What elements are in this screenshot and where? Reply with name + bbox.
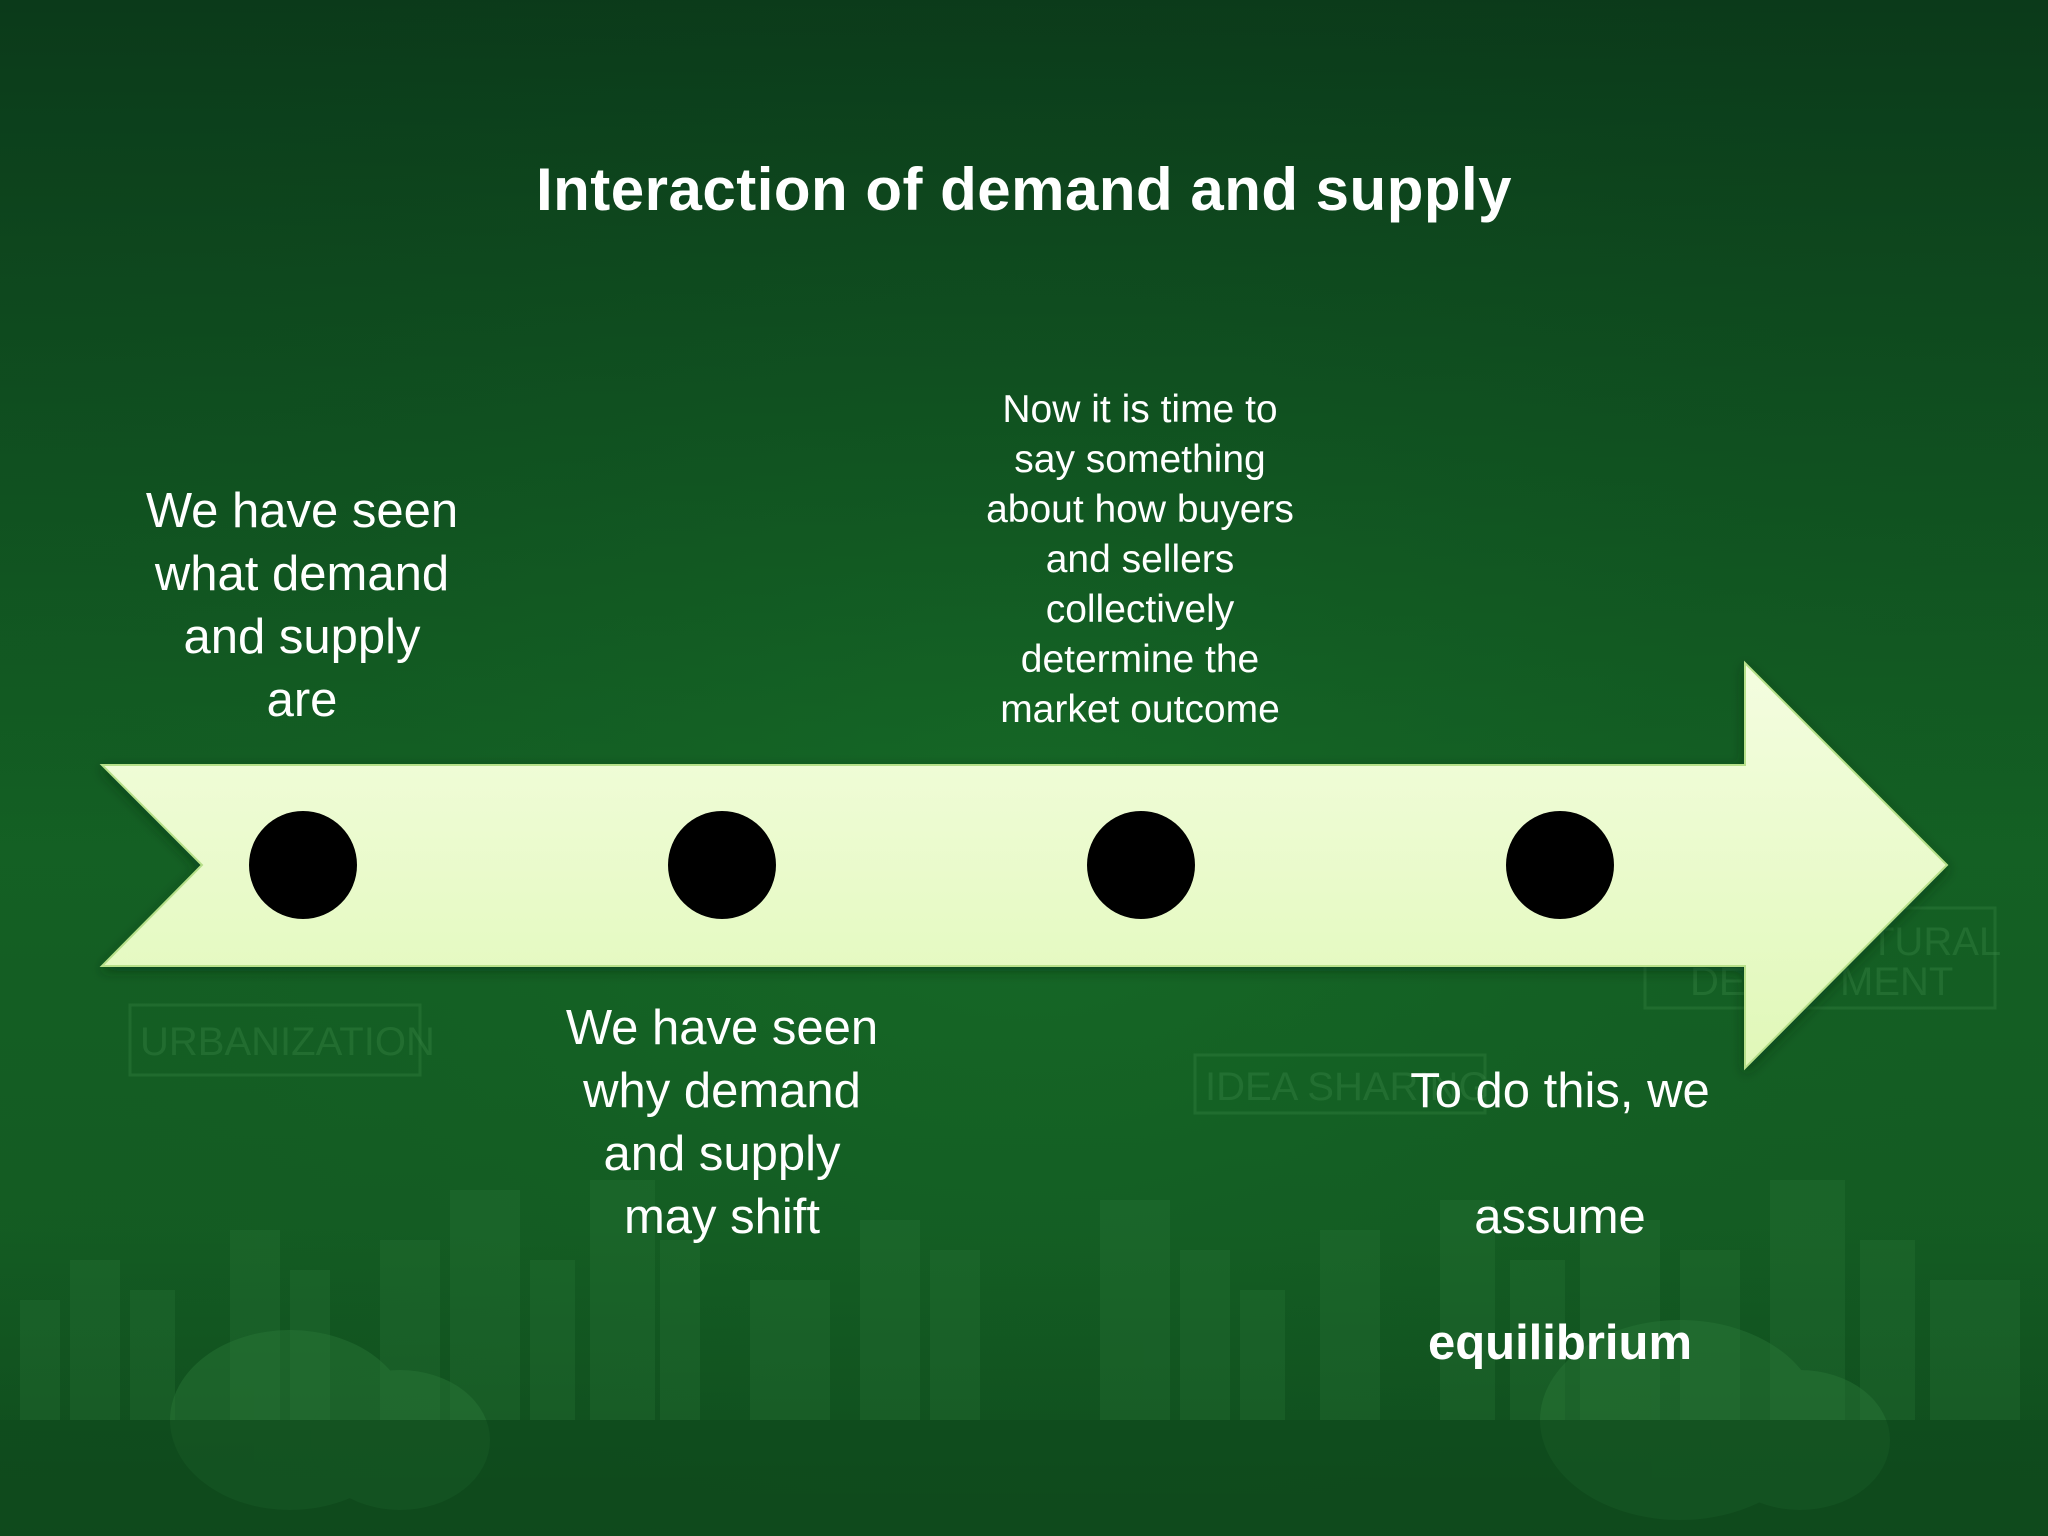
milestone-marker-3 [1087,811,1195,919]
sign-ment: MENT [1840,960,1953,1004]
equilibrium-emphasis: equilibrium [1427,1316,1693,1370]
sign-de: DE [1690,960,1746,1004]
slide-title: Interaction of demand and supply [535,156,1513,223]
milestone-marker-2 [668,811,776,919]
timeline-arrow [99,660,1949,1071]
milestone-text-1: We have seen what demand and supply are [145,484,459,727]
milestone-text-2: We have seen why demand and supply may s… [565,1001,879,1244]
milestone-marker-1 [249,811,357,919]
sign-tural: TURAL [1870,920,2001,964]
milestone-text-4-line-1: To do this, we [1410,1064,1710,1118]
milestone-marker-4 [1506,811,1614,919]
sign-urbanization: URBANIZATION [140,1020,435,1064]
milestone-text-4: To do this, we assume equilibrium [1370,997,1750,1438]
sign-idea-sharing: IDEA SHARING [1205,1065,1490,1109]
milestone-text-3: Now it is time to say something about ho… [986,388,1294,731]
milestone-text-4-line-2: assume [1474,1190,1646,1244]
